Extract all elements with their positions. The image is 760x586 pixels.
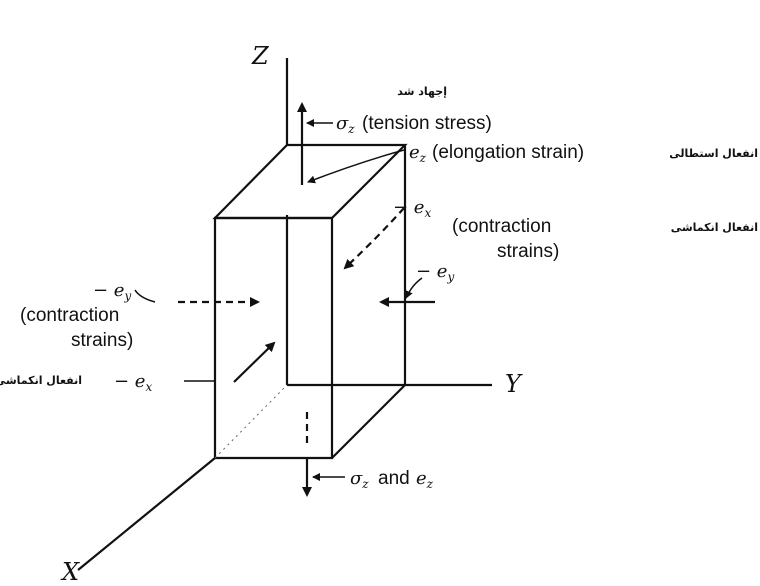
e-z-symbol: ez <box>409 142 427 165</box>
minus-ex-left: − ex <box>114 371 152 394</box>
x-axis-label: X <box>60 558 80 586</box>
contraction-persian-left: انفعال انكماشى <box>0 374 82 387</box>
contraction-persian-right: انفعال انكماشى <box>671 221 758 234</box>
elongation-pointer <box>307 149 405 184</box>
ey-left-pointer <box>134 289 156 303</box>
y-axis-label: Y <box>505 370 523 398</box>
ey-right-pointer <box>405 277 423 299</box>
contraction-left-line2: strains) <box>71 330 133 351</box>
tension-stress-label: (tension stress) <box>362 113 492 134</box>
minus-ey-right: − ey <box>416 261 454 284</box>
z-axis-label: Z <box>251 42 270 70</box>
strained-block <box>212 143 408 460</box>
contraction-left-line1: (contraction <box>20 305 119 326</box>
minus-ey-left: − ey <box>93 280 131 303</box>
contraction-right-line1: (contraction <box>452 216 551 237</box>
x-axis <box>77 457 216 571</box>
ex-right-dashed-arrow <box>343 207 405 270</box>
block-front-face <box>213 216 334 460</box>
minus-ex-right: − ex <box>393 197 431 220</box>
ex-left-arrow <box>233 341 276 383</box>
sigma-z-symbol-top: σz <box>336 113 355 136</box>
sigma-z-bottom-label: σz <box>350 468 369 491</box>
block-right-edge-bottom <box>331 384 406 459</box>
contraction-right-line2: strains) <box>497 241 559 262</box>
and-word: and <box>378 468 410 489</box>
elongation-strain-label: (elongation strain) <box>432 142 584 163</box>
block-bottom-back-edge <box>214 384 288 459</box>
tension-persian-label: إجهاد شد <box>397 85 447 98</box>
e-z-bottom-label: ez <box>416 468 434 491</box>
elongation-persian-label: انفعال استطالى <box>669 147 758 160</box>
